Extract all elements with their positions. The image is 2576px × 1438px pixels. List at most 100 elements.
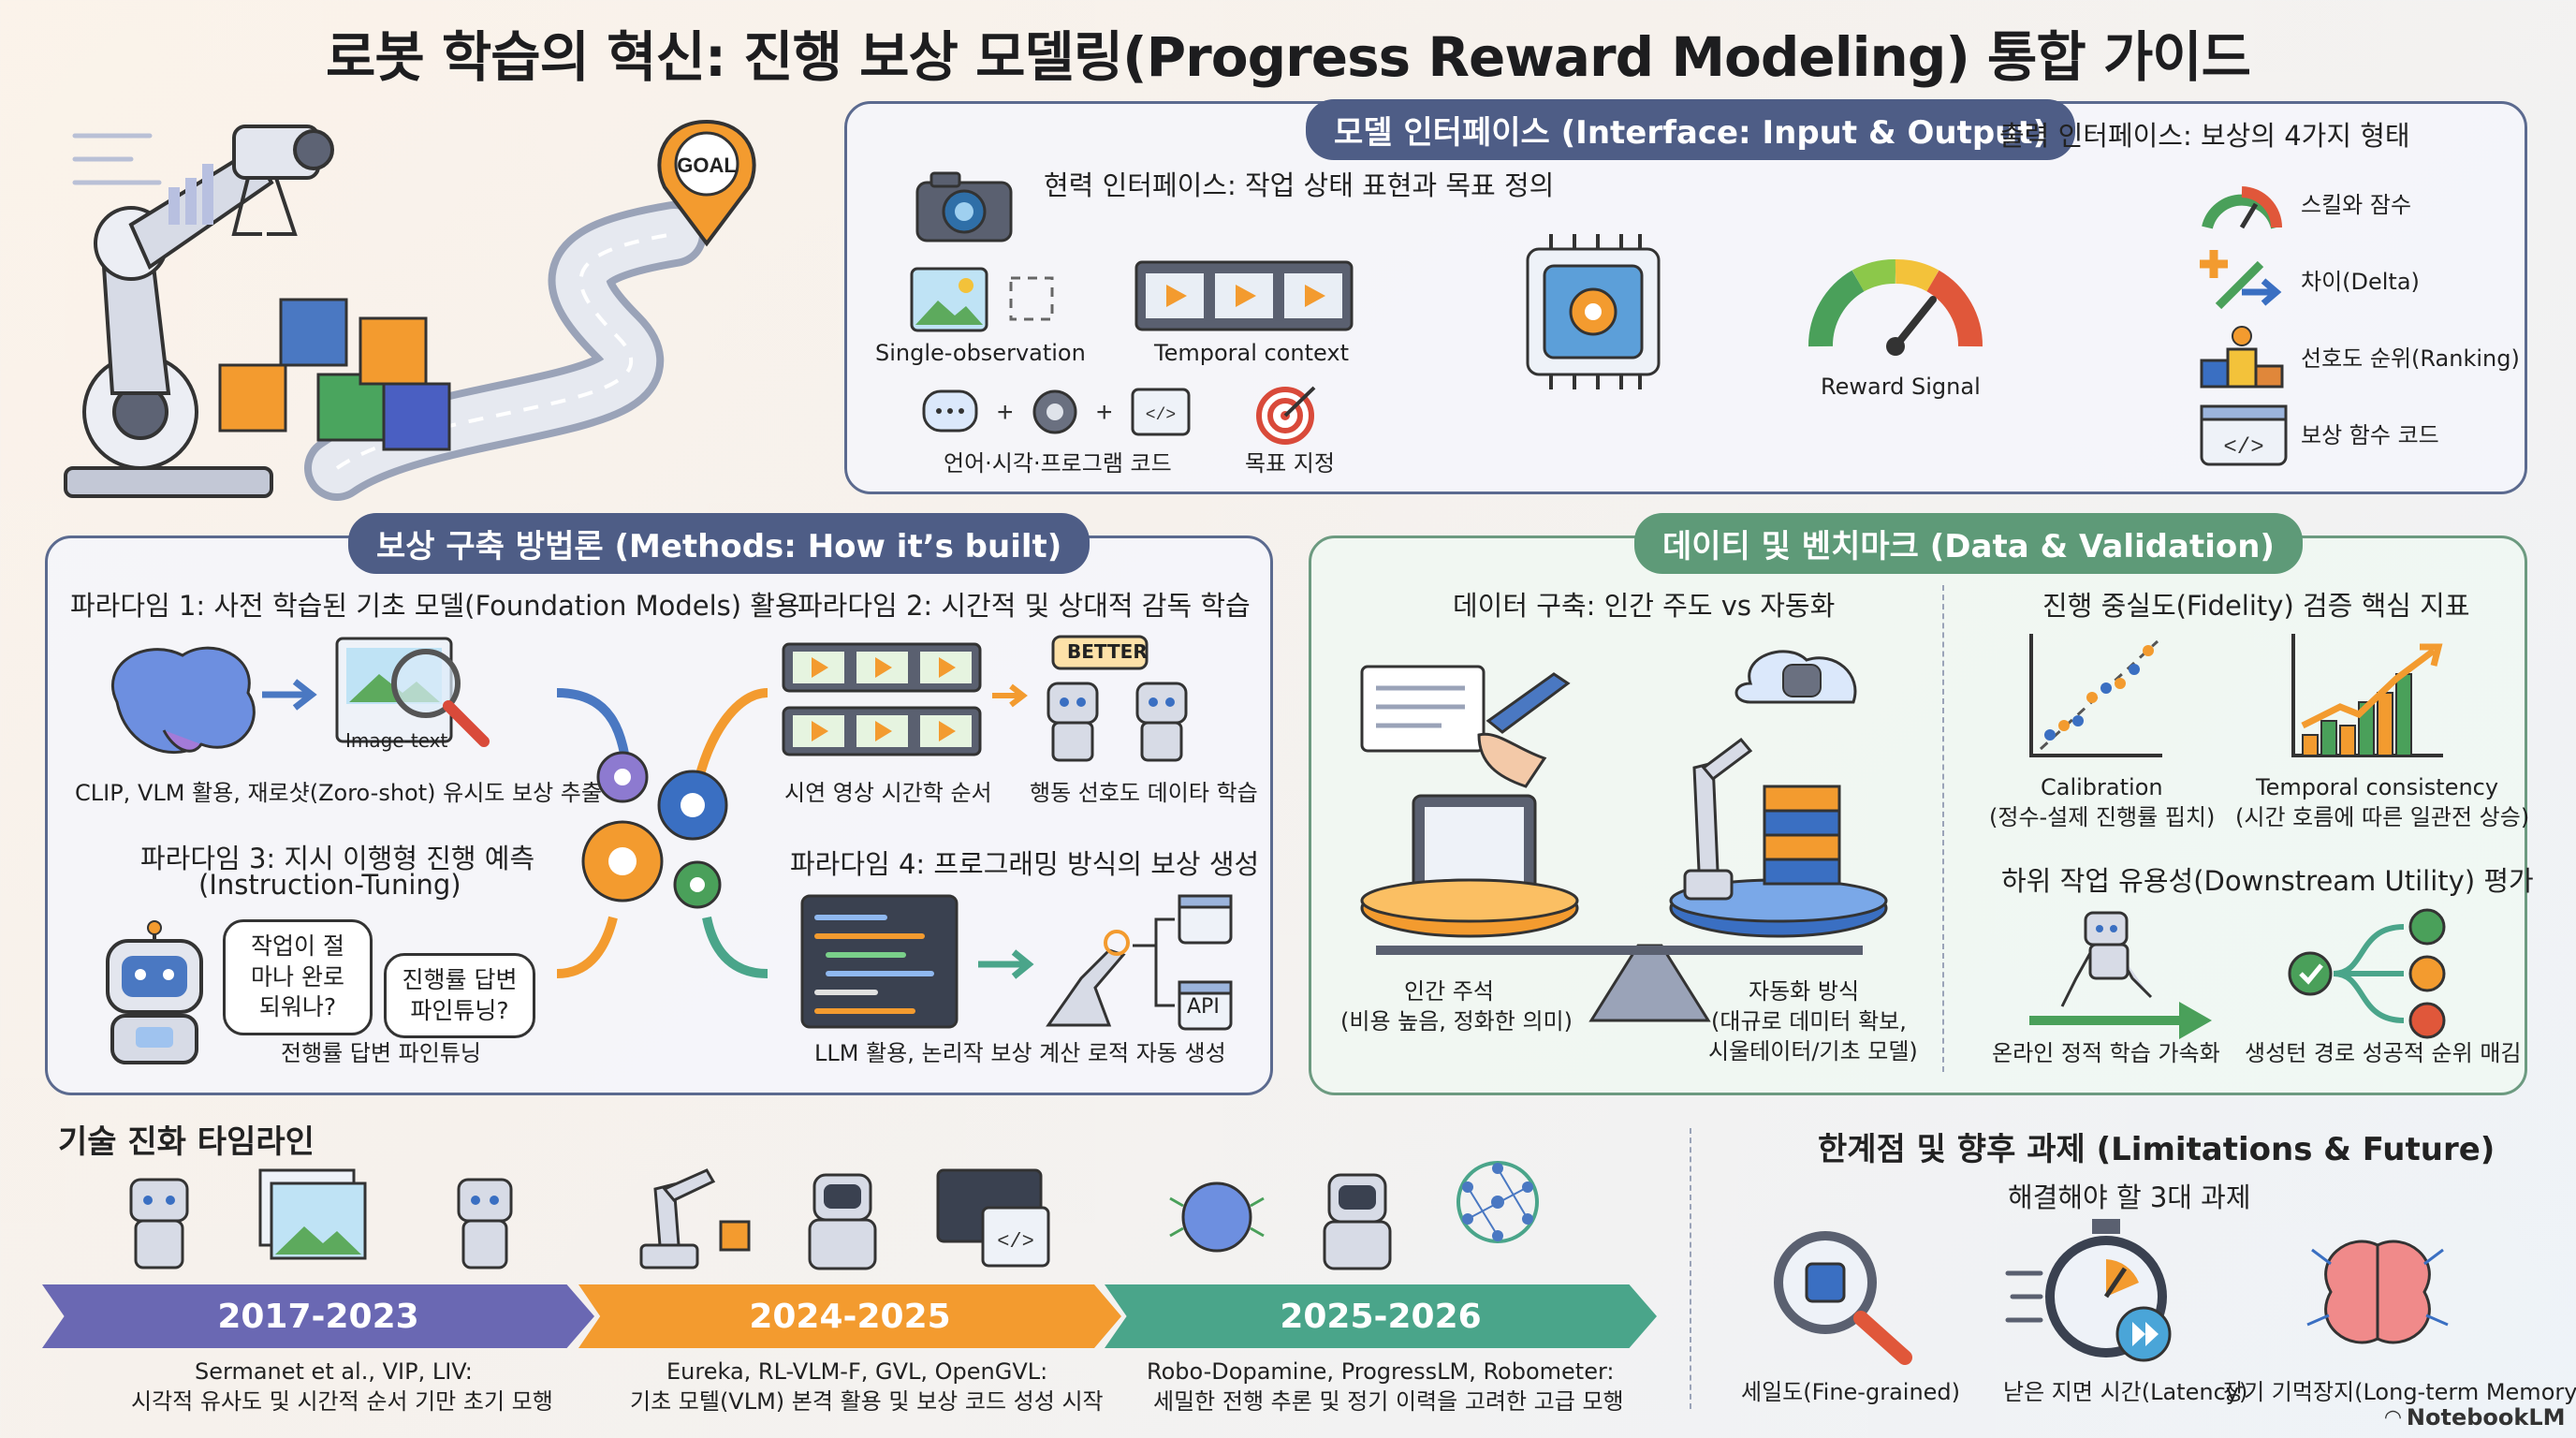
- limits-heading: 한계점 및 향후 과제 (Limitations & Future): [1818, 1131, 2496, 1168]
- limits-divider: [1690, 1128, 1691, 1409]
- temporal-consistency-label-1: Temporal consistency: [2256, 774, 2499, 800]
- long-term-memory-brain-icon: [2306, 1240, 2449, 1344]
- latency-stopwatch-icon: [2005, 1219, 2172, 1362]
- camera-icon: [915, 171, 1013, 242]
- timeline-era-3-band: 2025-2026: [1105, 1284, 1657, 1348]
- limits-subheading: 해결해야 할 3대 과제: [2008, 1181, 2251, 1213]
- timeline-era-3-years: 2025-2026: [1280, 1297, 1482, 1336]
- skill-gauge-icon: [2202, 186, 2282, 229]
- downstream-caption-2: 생성턴 경로 성공적 순위 매김: [2245, 1040, 2522, 1066]
- timeline-era-2-band: 2024-2025: [578, 1284, 1121, 1348]
- fidelity-charts-icons: [2029, 634, 2443, 757]
- timeline-era-2-line2: 기초 모텔(VLM) 본격 활용 및 보상 코드 성성 시작: [630, 1388, 1104, 1415]
- calibration-label-1: Calibration: [2041, 774, 2163, 800]
- reward-signal-label: Reward Signal: [1821, 374, 1981, 400]
- timeline-era-1-band: 2017-2023: [42, 1284, 594, 1348]
- multimodal-label: 언어·시각·프로그램 코드: [944, 450, 1172, 477]
- methods-pill: 보상 구축 방법론 (Methods: How it’s built): [348, 513, 1090, 574]
- goal-label: GOAL: [677, 154, 737, 177]
- interface-pill: 모델 인터페이스 (Interface: Input & Output): [1306, 99, 2076, 160]
- downstream-caption-1: 온라인 정적 학습 가속화: [1992, 1040, 2220, 1066]
- timeline-era-1-line2: 시각적 유사도 및 시간적 순서 기만 초기 모행: [131, 1388, 553, 1415]
- multimodal-icons: + + </>: [922, 388, 1191, 436]
- downstream-icons: [2029, 908, 2446, 1039]
- svg-text:+: +: [1096, 397, 1113, 428]
- speech-bubble-1: 작업이 절마나 완로되워나?: [223, 919, 373, 1035]
- timeline-era-2-years: 2024-2025: [749, 1297, 951, 1336]
- fidelity-heading: 진행 중실도(Fidelity) 검증 핵심 지표: [2042, 590, 2470, 622]
- gears-hub-icon: [556, 688, 768, 978]
- output-item-1: 차이(Delta): [2301, 269, 2420, 295]
- reward-gauge-icon: [1808, 259, 1983, 356]
- paradigm-4-caption: LLM 활용, 논리작 보상 계산 로적 자동 생성: [814, 1040, 1226, 1066]
- paradigm-4-title: 파라다임 4: 프로그래밍 방식의 보상 생성: [790, 848, 1260, 880]
- human-annotation-label-2: (비용 높음, 정화한 의미): [1340, 1008, 1573, 1034]
- better-label: BETTER: [1067, 640, 1148, 663]
- output-interface-heading: 출력 인터페이스: 보상의 4가지 형태: [1999, 120, 2410, 152]
- paradigm-2-title: 파라다임 2: 시간적 및 상대적 감독 학습: [798, 590, 1251, 622]
- calibration-label-2: (정수-설제 진행률 핍치): [1989, 804, 2216, 830]
- svg-text:</>: </>: [997, 1230, 1034, 1254]
- timeline-era-2-line1: Eureka, RL-VLM-F, GVL, OpenGVL:: [666, 1358, 1048, 1385]
- data-pill: 데이티 및 벤치마크 (Data & Validation): [1634, 513, 2303, 574]
- output-item-3: 보상 함수 코드: [2301, 422, 2439, 448]
- timeline-era-1-years: 2017-2023: [217, 1297, 419, 1336]
- human-annotation-label-1: 인간 주석: [1404, 978, 1494, 1005]
- hero-illustration: GOAL: [37, 94, 805, 506]
- timeline-era-icons: </>: [129, 1168, 1392, 1270]
- target-icon: [1256, 386, 1316, 445]
- output-item-0: 스킬와 잠수: [2301, 192, 2412, 218]
- limit-item-0: 세일도(Fine-grained): [1741, 1379, 1961, 1405]
- programmatic-reward-icons: [800, 894, 1233, 1031]
- input-interface-heading: 현력 인터페이스: 작업 상태 표현과 목표 정의: [1044, 169, 1555, 201]
- robot-arm-illustration: GOAL: [64, 119, 756, 501]
- data-build-heading: 데이터 구축: 인간 주도 vs 자동화: [1453, 590, 1836, 622]
- reward-code-icon: </>: [2200, 404, 2288, 466]
- goal-pin-icon: [657, 119, 756, 247]
- paradigm-3-title-2: (Instruction-Tuning): [198, 869, 461, 901]
- timeline-era-3-line2: 세밀한 전행 추론 및 정기 이력을 고려한 고급 모행: [1153, 1388, 1624, 1415]
- film-strip-icon: [1134, 260, 1354, 331]
- temporal-context-label: Temporal context: [1154, 340, 1349, 366]
- timeline-era-3-line1: Robo-Dopamine, ProgressLM, Robometer:: [1147, 1358, 1615, 1385]
- automation-label-1: 자동화 방식: [1749, 978, 1860, 1005]
- image-text-label: Image-text: [345, 729, 448, 752]
- timeline-era-1-line1: Sermanet et al., VIP, LIV:: [195, 1358, 473, 1385]
- temporal-consistency-label-2: (시간 호름에 따른 일관전 상승): [2235, 804, 2530, 830]
- single-observation-label: Single-observation: [875, 340, 1086, 366]
- processor-chip-icon: [1526, 234, 1661, 389]
- instruction-robot-icon: [106, 920, 203, 1064]
- automation-label-2: (대규로 데미터 확보,: [1711, 1008, 1907, 1034]
- timeline-heading: 기술 진화 타임라인: [58, 1123, 315, 1161]
- svg-text:+: +: [997, 397, 1014, 428]
- svg-text:</>: </>: [2223, 435, 2263, 461]
- speech-bubble-2: 진행률 답변 파인튜닝?: [384, 953, 535, 1038]
- paradigm-1-title: 파라다임 1: 사전 학습된 기초 모델(Foundation Models) …: [70, 590, 800, 622]
- data-divider: [1942, 585, 1944, 1072]
- brand-name: NotebookLM: [2406, 1404, 2566, 1431]
- single-observation-icon: [910, 267, 1054, 332]
- limit-item-2: 장기 기먹장지(Long-term Memory): [2223, 1379, 2576, 1405]
- automation-label-3: 시울테이터/기초 모델): [1708, 1038, 1918, 1064]
- neural-network-icon: [1456, 1161, 1539, 1243]
- temporal-supervision-icons: [782, 635, 1188, 762]
- notebooklm-logo-icon: ◠: [2385, 1405, 2401, 1430]
- api-label: API: [1187, 995, 1220, 1019]
- delta-icon: [2200, 250, 2282, 310]
- paradigm-3-title-1: 파라다임 3: 지시 이행형 진행 예측: [140, 843, 535, 874]
- svg-text:</>: </>: [1146, 406, 1176, 425]
- paradigm-2-caption-1: 시연 영상 시간학 순서: [784, 780, 992, 806]
- foundation-model-icons: [110, 637, 490, 754]
- limit-item-1: 낟은 지면 시간(Latency): [2003, 1379, 2248, 1405]
- paradigm-2-caption-2: 행동 선호도 데이타 학습: [1030, 780, 1258, 806]
- paradigm-3-caption: 전행률 답변 파인튜닝: [281, 1040, 481, 1066]
- output-item-2: 선호도 순위(Ranking): [2301, 345, 2520, 372]
- paradigm-1-caption: CLIP, VLM 활용, 재로샷(Zoro-shot) 유시도 보상 추출: [75, 780, 602, 806]
- human-vs-auto-scale-illustration: [1360, 650, 1888, 1022]
- fine-grained-magnifier-icon: [1774, 1231, 1912, 1365]
- page-title: 로봇 학습의 혁신: 진행 보상 모델링(Progress Reward Mod…: [325, 25, 2251, 89]
- brand-mark: ◠ NotebookLM: [2385, 1404, 2566, 1431]
- ranking-podium-icon: [2200, 326, 2284, 389]
- goal-spec-label: 목표 지정: [1245, 450, 1335, 477]
- downstream-heading: 하위 작업 유용성(Downstream Utility) 평가: [2001, 865, 2534, 897]
